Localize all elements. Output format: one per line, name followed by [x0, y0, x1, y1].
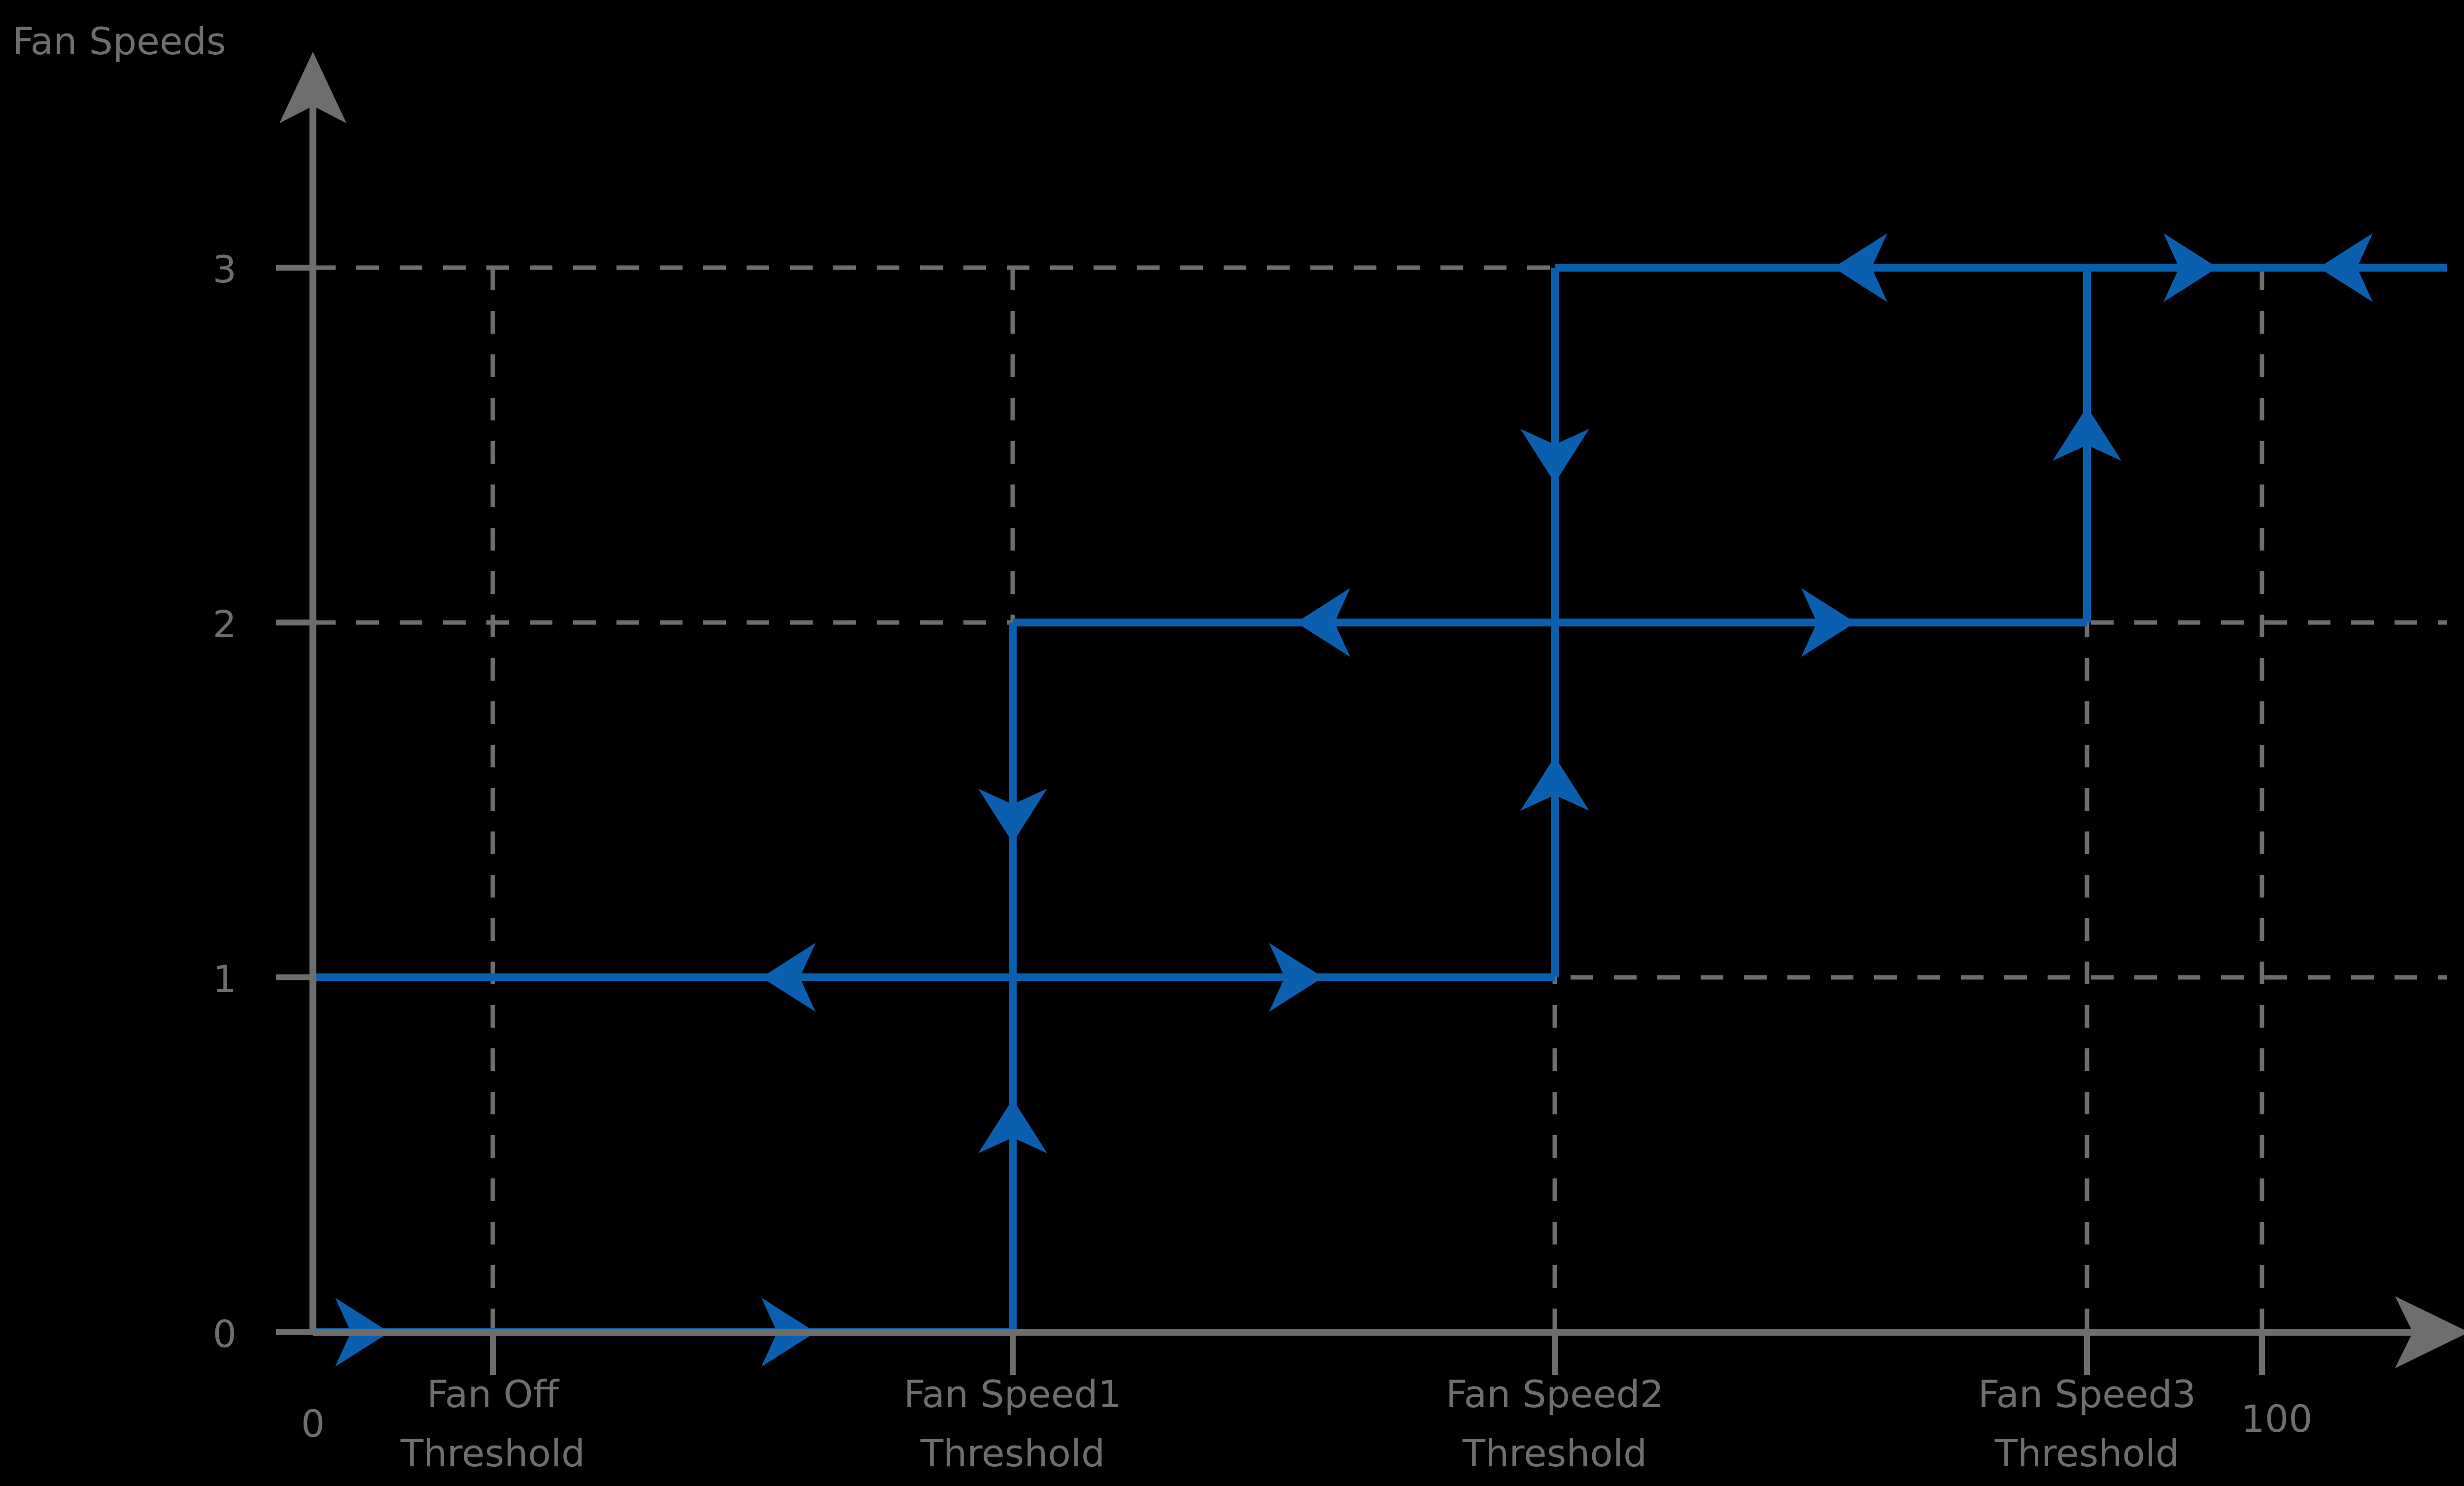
arrow-left-y3-far-icon — [2319, 233, 2373, 302]
arrow-up-speed1-icon — [978, 1099, 1047, 1153]
y-tick-marks-group — [276, 265, 313, 1335]
y-axis-arrowhead-icon — [279, 52, 346, 123]
y-tick-label-0: 0 — [213, 1312, 237, 1356]
arrow-right-y1-icon — [1269, 943, 1323, 1012]
arrow-down-speed1-icon — [978, 789, 1047, 843]
axis-arrowheads-group — [279, 52, 2464, 1368]
threshold-label-speed3-line1: Fan Speed3 — [1978, 1372, 2196, 1416]
direction-arrowheads-group — [335, 233, 2373, 1367]
threshold-label-speed2-line2: Threshold — [1462, 1431, 1647, 1475]
arrow-right-y3-icon — [2163, 233, 2218, 302]
y-axis-title: Fan Speeds — [12, 19, 226, 63]
y-tick-label-1: 1 — [213, 957, 237, 1001]
threshold-label-speed3-line2: Threshold — [1994, 1431, 2180, 1475]
arrow-left-y2-icon — [1296, 588, 1350, 657]
arrow-up-speed3-icon — [2053, 407, 2122, 461]
x-tick-marks-group — [490, 1332, 2265, 1375]
x-axis-arrowhead-icon — [2395, 1296, 2464, 1368]
arrow-up-speed2-icon — [1520, 757, 1589, 811]
arrow-down-speed2-icon — [1520, 429, 1589, 483]
x-max-label: 100 — [2241, 1397, 2312, 1441]
x-origin-label: 0 — [301, 1402, 325, 1446]
threshold-label-fan-off-line2: Threshold — [400, 1431, 585, 1475]
arrow-left-y1-icon — [761, 943, 816, 1012]
y-tick-label-2: 2 — [213, 602, 237, 646]
arrow-right-y2-icon — [1801, 588, 1855, 657]
threshold-label-fan-off-line1: Fan Off — [427, 1372, 559, 1416]
threshold-label-speed1-line2: Threshold — [920, 1431, 1105, 1475]
threshold-label-speed1-line1: Fan Speed1 — [904, 1372, 1122, 1416]
threshold-label-speed2-line1: Fan Speed2 — [1446, 1372, 1664, 1416]
axes-group — [309, 67, 2430, 1336]
arrow-left-y3-icon — [1833, 233, 1887, 302]
y-tick-label-3: 3 — [213, 247, 237, 291]
